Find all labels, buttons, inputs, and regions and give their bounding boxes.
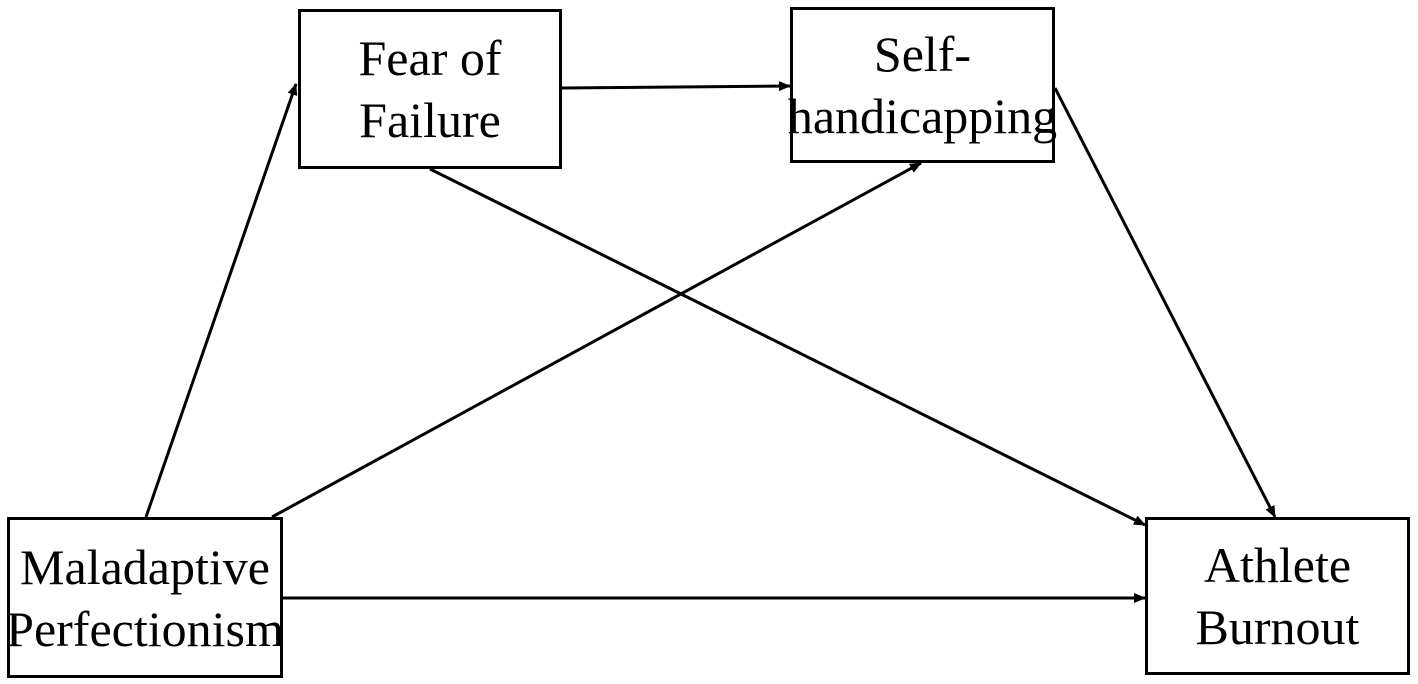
arrow-fear-to-burnout <box>429 167 1146 527</box>
node-maladaptive-perfectionism: Maladaptive Perfectionism <box>6 517 284 678</box>
node-athlete-burnout-line2: Burnout <box>1195 599 1360 655</box>
node-athlete-burnout-line1: Athlete <box>1203 537 1352 593</box>
arrow-maladaptive-to-fear <box>144 83 298 518</box>
node-self-handicapping-line1: Self- <box>873 26 972 82</box>
node-self-handicapping-line2: handicapping <box>787 88 1058 144</box>
node-maladaptive-perfectionism-line1: Maladaptive <box>20 538 270 595</box>
node-self-handicapping: Self- handicapping <box>787 7 1058 163</box>
node-fear-of-failure: Fear of Failure <box>298 9 562 169</box>
node-maladaptive-perfectionism-line2: Perfectionism <box>6 600 284 657</box>
node-athlete-burnout: Athlete Burnout <box>1145 517 1410 675</box>
node-fear-of-failure-line1: Fear of <box>358 30 502 86</box>
node-fear-of-failure-line2: Failure <box>359 92 501 148</box>
arrow-selfhandicapping-to-burnout <box>1053 87 1277 518</box>
arrow-fear-to-selfhandicapping <box>561 81 791 92</box>
arrow-maladaptive-to-selfhandicapping <box>271 161 922 519</box>
